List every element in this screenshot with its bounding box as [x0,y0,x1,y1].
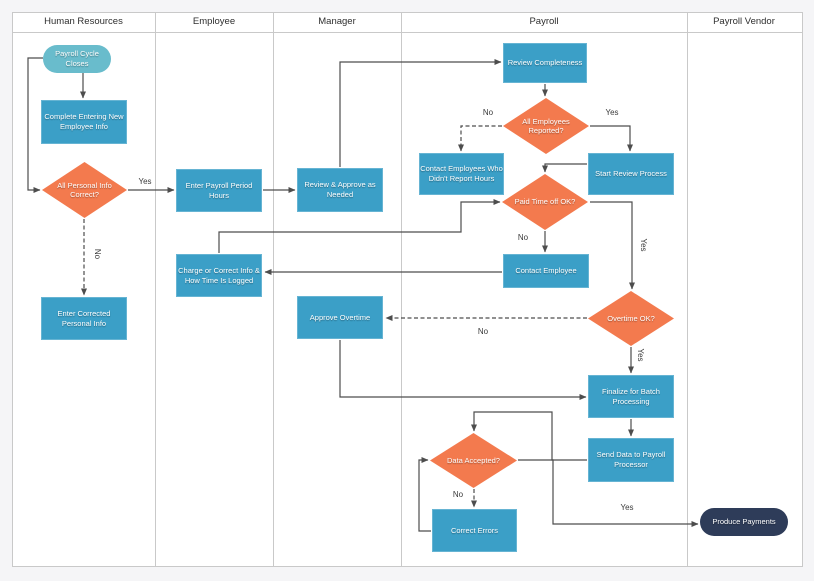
node-label: Enter Corrected Personal Info [57,308,111,328]
edge-charge-to-pto [218,199,501,253]
node-label: Data Accepted? [447,455,500,465]
node-enter-payroll-period-hours: Enter Payroll Period Hours [176,169,262,212]
lane-header-payroll: Payroll [529,16,559,27]
edge-cycle-to-personal-info-correct [27,57,43,193]
edge-label-overtime-no: No [477,327,489,336]
lane-header-employee: Employee [192,16,236,27]
node-review-approve-as-needed: Review & Approve as Needed [297,168,383,212]
edge-correct-errors-to-accepted [418,457,431,532]
node-label: Start Review Process [595,169,667,178]
node-contact-employee: Contact Employee [503,254,589,288]
node-label: Contact Employees Who Didn't Report Hour… [420,164,503,183]
edge-label-accepted-yes: Yes [620,503,634,512]
lane-header-payroll-vendor: Payroll Vendor [713,16,775,27]
node-contact-employees-who-didnt-report-hours: Contact Employees Who Didn't Report Hour… [419,153,504,195]
edge-review-approve-to-completeness [339,59,502,167]
edge-label-pto-yes: Yes [639,238,648,252]
node-payroll-cycle-closes: Payroll Cycle Closes [43,45,111,73]
edge-pto-yes [590,201,635,290]
edge-label-personal-info-no: No [93,248,102,260]
node-label: Charge or Correct Info & How Time Is Log… [178,265,260,285]
node-label: Review Completeness [507,58,583,67]
lane-divider-3 [401,12,402,566]
node-label: All Employees Reported? [522,116,570,136]
lane-header-manager: Manager [318,16,356,27]
edge-approve-overtime-to-finalize [339,340,587,400]
node-label: Finalize for Batch Processing [602,386,660,406]
lane-header-human-resources: Human Resources [44,16,123,27]
node-review-completeness: Review Completeness [503,43,587,83]
edge-label-accepted-no: No [452,490,464,499]
node-correct-errors: Correct Errors [432,509,517,552]
node-charge-or-correct-info: Charge or Correct Info & How Time Is Log… [176,254,262,297]
node-label: All Personal Info Correct? [57,180,112,200]
node-label: Produce Payments [712,517,776,526]
edge-label-pto-no: No [517,233,529,242]
node-finalize-for-batch-processing: Finalize for Batch Processing [588,375,674,418]
lane-divider-2 [273,12,274,566]
lane-divider-1 [155,12,156,566]
node-label: Approve Overtime [309,312,371,322]
edge-send-data-to-accepted [471,411,587,461]
edge-label-all-reported-yes: Yes [605,108,619,117]
edge-start-review-to-pto [542,163,587,173]
node-enter-corrected-personal-info: Enter Corrected Personal Info [41,297,127,340]
node-complete-entering-new-employee-info: Complete Entering New Employee Info [41,100,127,144]
edge-all-reported-no [458,125,502,152]
edge-label-overtime-yes: Yes [636,348,645,362]
node-label: Correct Errors [450,525,499,535]
lane-divider-4 [687,12,688,566]
edge-all-reported-yes [590,125,633,152]
node-send-data-to-payroll-processor: Send Data to Payroll Processor [588,438,674,482]
header-divider [12,32,802,33]
edge-label-personal-info-yes: Yes [138,177,152,186]
node-label: Enter Payroll Period Hours [185,180,253,200]
node-label: Paid Time off OK? [514,197,576,207]
node-label: Payroll Cycle Closes [55,49,99,68]
node-start-review-process: Start Review Process [588,153,674,195]
node-label: Overtime OK? [607,313,655,323]
node-label: Send Data to Payroll Processor [596,450,666,469]
edge-accepted-yes [518,459,699,527]
node-approve-overtime: Approve Overtime [297,296,383,339]
node-label: Contact Employee [515,266,577,275]
node-label: Review & Approve as Needed [304,180,376,199]
edge-label-all-reported-no: No [482,108,494,117]
node-label: Complete Entering New Employee Info [44,112,124,131]
node-produce-payments: Produce Payments [700,508,788,536]
